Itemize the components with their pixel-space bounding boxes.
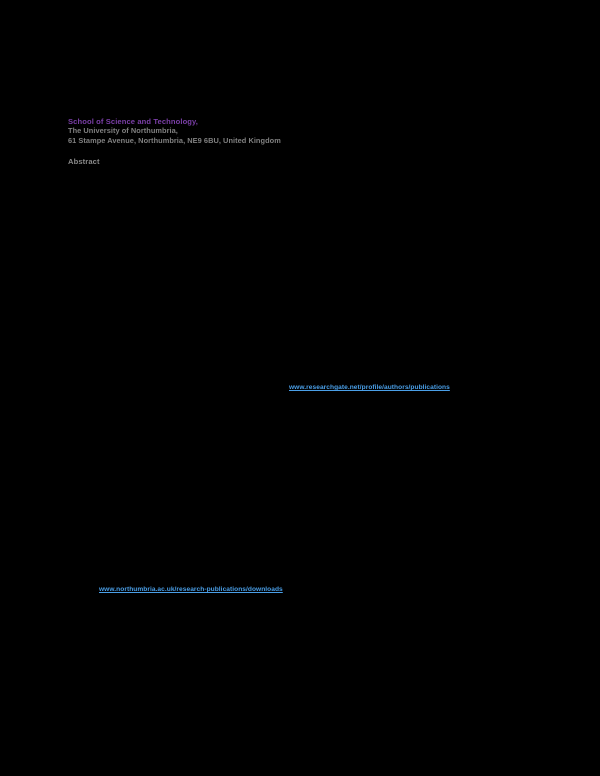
affiliation-block: School of Science and Technology, The Un… xyxy=(68,117,488,146)
abstract-heading: Abstract xyxy=(68,157,100,166)
department-heading: School of Science and Technology, xyxy=(68,117,199,126)
institution-line: The University of Northumbria, xyxy=(68,126,178,136)
upper-hyperlink[interactable]: www.researchgate.net/profile/authors/pub… xyxy=(289,384,450,391)
address-line: 61 Stampe Avenue, Northumbria, NE9 6BU, … xyxy=(68,136,281,145)
lower-hyperlink[interactable]: www.northumbria.ac.uk/research-publicati… xyxy=(99,586,283,593)
